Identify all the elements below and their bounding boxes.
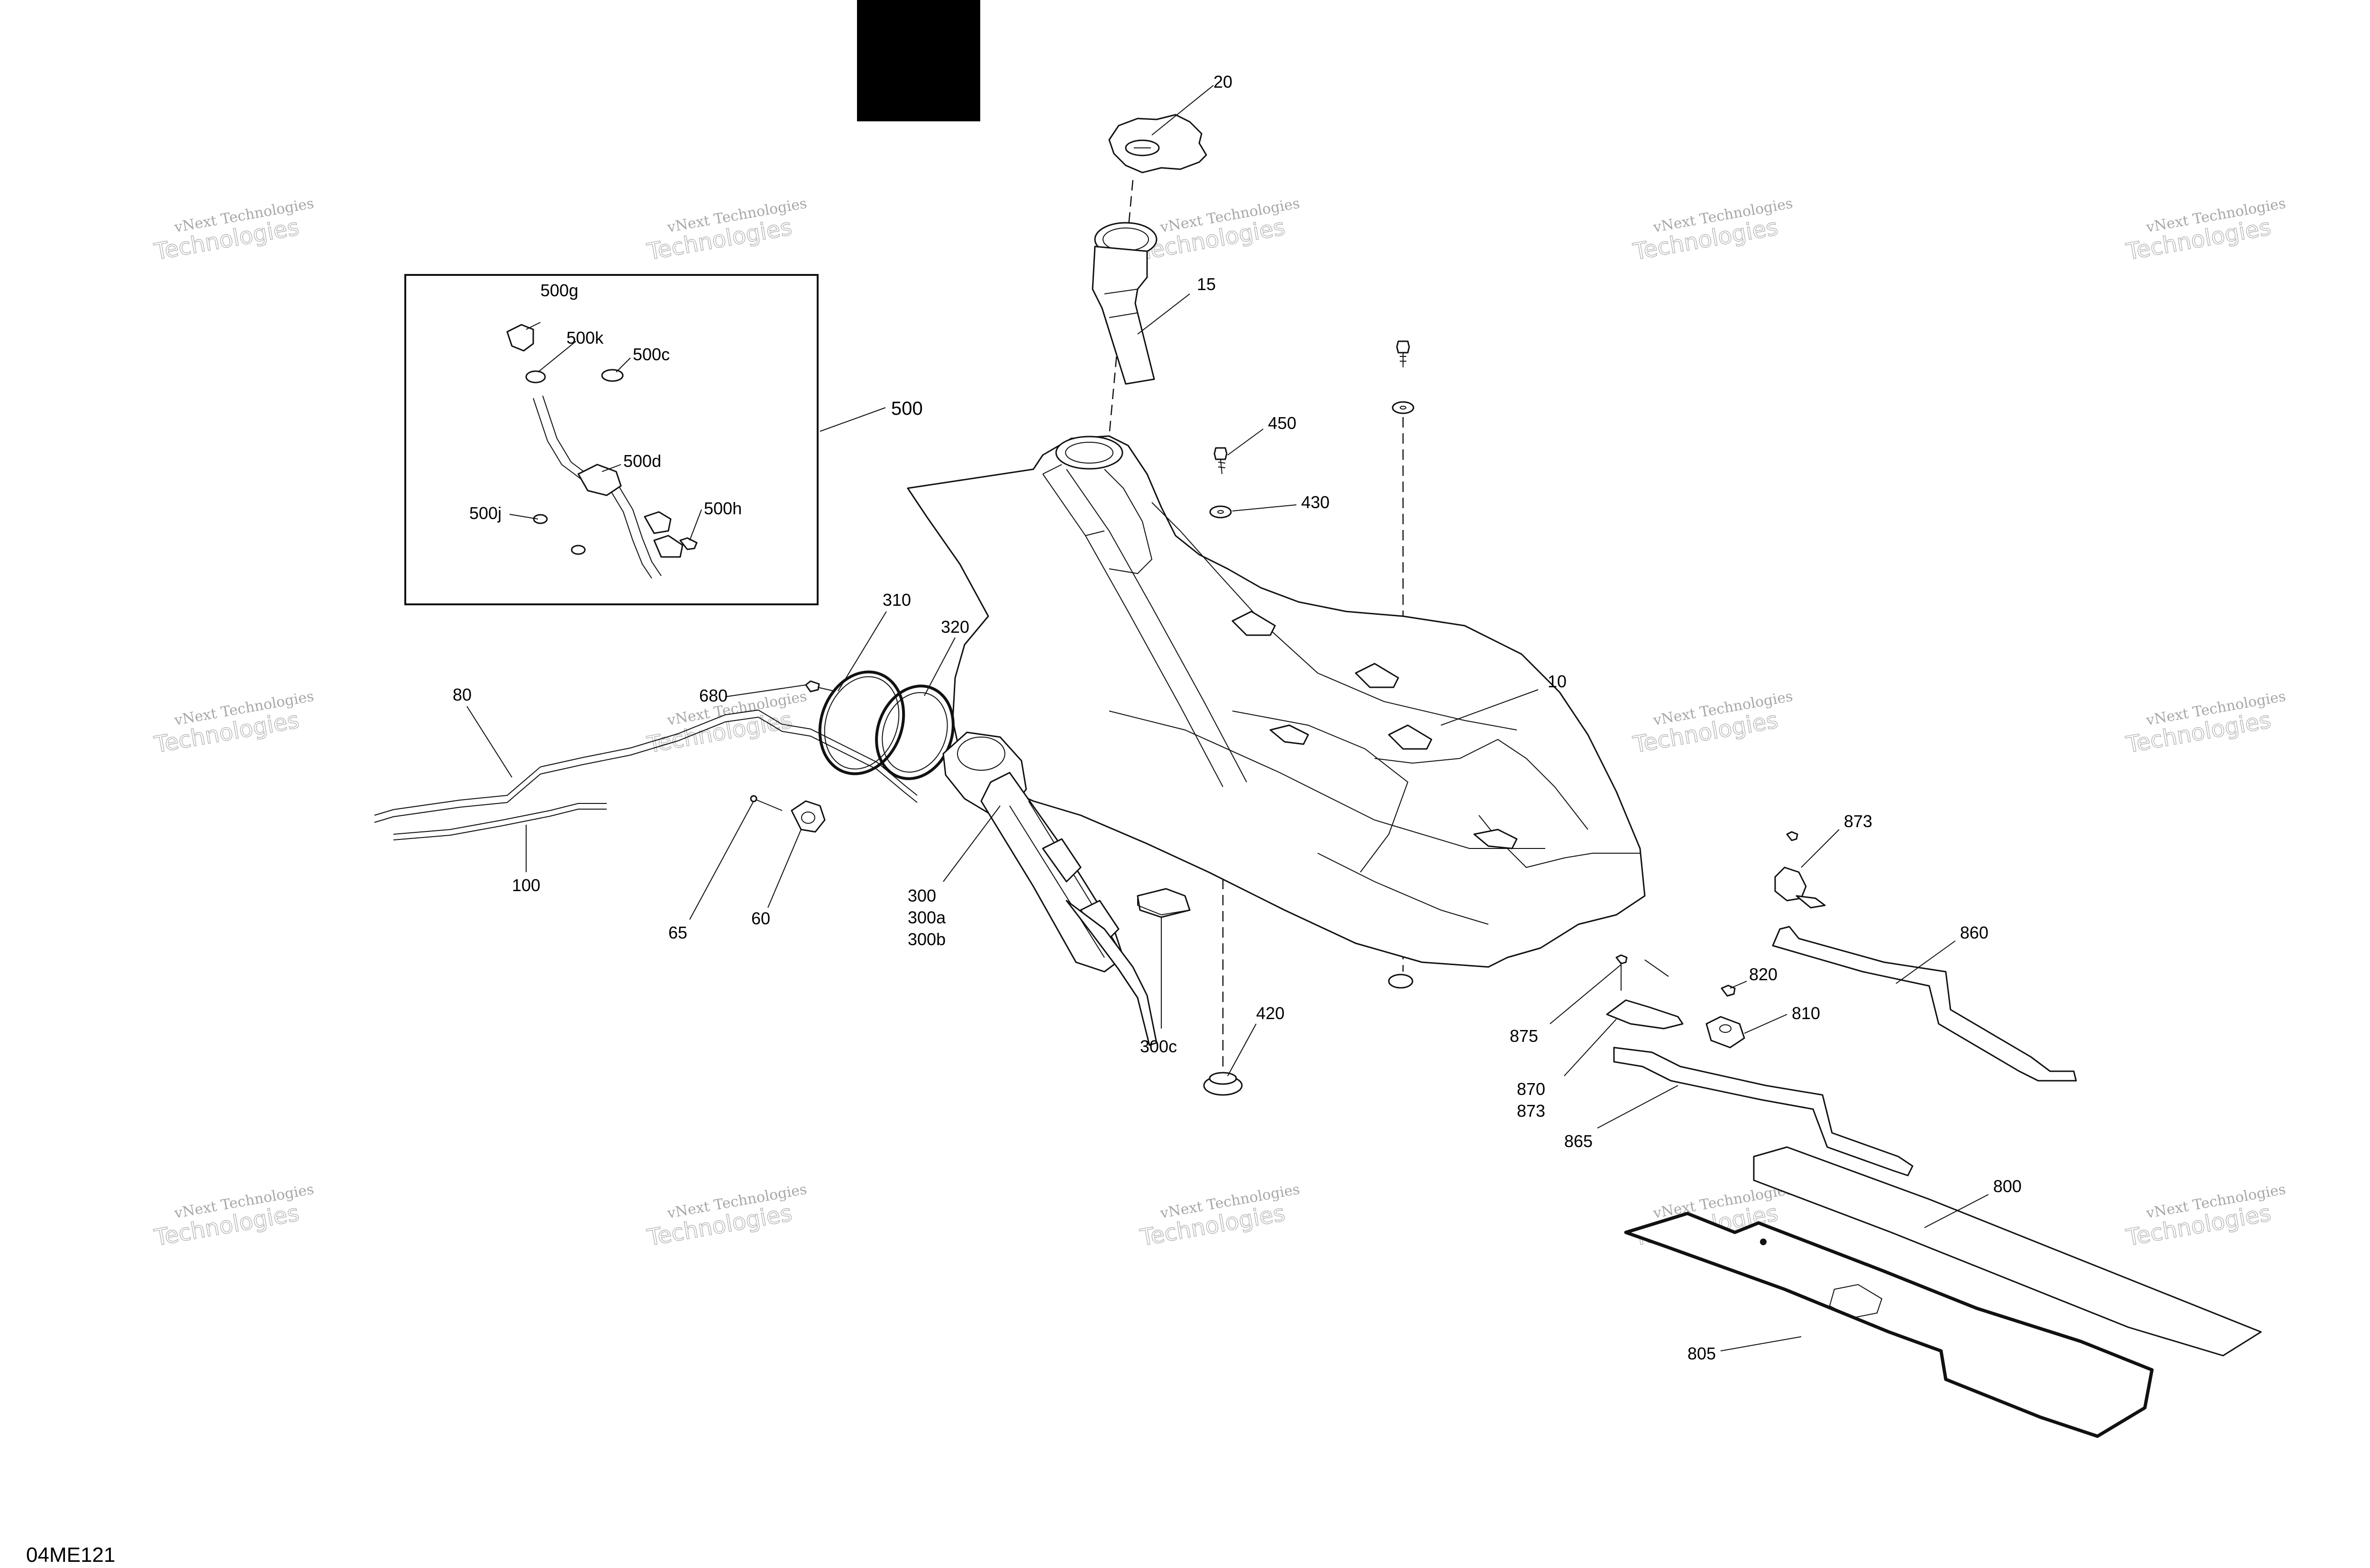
assembly-axis-line — [1108, 180, 1134, 437]
callout-805: 805 — [1687, 1344, 1716, 1363]
clamp-65 — [750, 795, 783, 811]
watermark: vNext Technologies Technologies — [152, 1181, 315, 1252]
fuel-line-80 — [374, 709, 918, 823]
callout-875: 875 — [1510, 1026, 1538, 1046]
callout-300a: 300a — [908, 908, 946, 927]
callout-800: 800 — [1993, 1176, 2022, 1196]
callout-10: 10 — [1548, 672, 1567, 691]
grommet-420 — [1203, 1072, 1243, 1096]
callout-820: 820 — [1749, 965, 1778, 984]
heat-shield-805 — [1624, 1212, 2154, 1438]
seal-ring-320 — [875, 684, 955, 780]
diagram-code: 04ME121 — [26, 1543, 115, 1567]
callout-873-upper: 873 — [1844, 811, 1872, 831]
watermark: vNext Technologies Technologies — [1138, 1181, 1301, 1252]
callout-450: 450 — [1268, 413, 1296, 433]
callout-865: 865 — [1564, 1131, 1593, 1151]
clip-873-upper — [1774, 831, 1826, 909]
callout-873-lower: 873 — [1517, 1101, 1545, 1121]
callout-500h: 500h — [704, 499, 742, 518]
callout-20: 20 — [1213, 72, 1232, 91]
callout-300: 300 — [908, 886, 936, 905]
evap-kit-hoses — [506, 324, 698, 579]
callout-810: 810 — [1792, 1003, 1820, 1023]
bolt-450 — [1213, 447, 1228, 474]
watermark: vNext Technologies Technologies — [645, 1181, 808, 1252]
evap-kit-inset-box — [404, 274, 819, 605]
fuel-tank — [907, 435, 1646, 989]
callout-500j: 500j — [469, 503, 501, 523]
callout-500: 500 — [891, 398, 923, 419]
callout-500c: 500c — [633, 345, 670, 364]
washer-upper-right — [1392, 401, 1414, 414]
callout-870: 870 — [1517, 1079, 1545, 1099]
tank-foot — [1388, 974, 1413, 989]
lock-ring-310 — [818, 670, 905, 775]
watermark: vNext Technologies Technologies — [1631, 195, 1794, 266]
watermark: vNext Technologies Technologies — [1631, 688, 1794, 759]
callout-80: 80 — [453, 685, 472, 704]
protective-sleeve-100 — [393, 803, 607, 840]
watermark: vNext Technologies Technologies — [2124, 195, 2287, 266]
washer-430 — [1209, 505, 1232, 519]
bolt-upper-right — [1396, 340, 1410, 367]
pad-800 — [1753, 1146, 2262, 1357]
watermark: vNext Technologies Technologies — [152, 688, 315, 759]
callout-500g: 500g — [540, 281, 578, 300]
callout-430: 430 — [1301, 492, 1330, 512]
clip-870 — [1606, 954, 1684, 1030]
callout-310: 310 — [883, 590, 911, 610]
leader-lines — [466, 85, 1989, 1351]
watermark: vNext Technologies Technologies — [1138, 195, 1301, 266]
callout-15: 15 — [1197, 274, 1216, 294]
callout-680: 680 — [699, 686, 728, 705]
screw-680 — [805, 680, 835, 693]
page-tab-marker — [857, 0, 980, 121]
callout-100: 100 — [512, 875, 540, 895]
callout-420: 420 — [1256, 1003, 1285, 1023]
filler-cap — [1108, 114, 1207, 173]
watermark: vNext Technologies Technologies — [2124, 1181, 2287, 1252]
callout-300b: 300b — [908, 930, 946, 949]
callout-500d: 500d — [623, 451, 661, 471]
filler-neck — [1092, 222, 1158, 385]
fuel-pump-module — [942, 731, 1158, 1046]
callout-860: 860 — [1960, 923, 1988, 942]
watermark: vNext Technologies Technologies — [2124, 688, 2287, 759]
callout-320: 320 — [941, 617, 969, 637]
callout-300c: 300c — [1140, 1037, 1177, 1056]
callout-500k: 500k — [566, 328, 604, 347]
watermark: vNext Technologies Technologies — [645, 195, 808, 266]
bracket-865 — [1613, 1047, 1914, 1176]
nut-810 — [1705, 1016, 1745, 1048]
watermark: vNext Technologies Technologies — [152, 195, 315, 266]
quick-connector-60 — [791, 800, 826, 833]
callout-65: 65 — [668, 923, 687, 942]
bracket-860 — [1772, 926, 2077, 1082]
callout-60: 60 — [751, 909, 770, 928]
float-300c — [1137, 888, 1191, 918]
